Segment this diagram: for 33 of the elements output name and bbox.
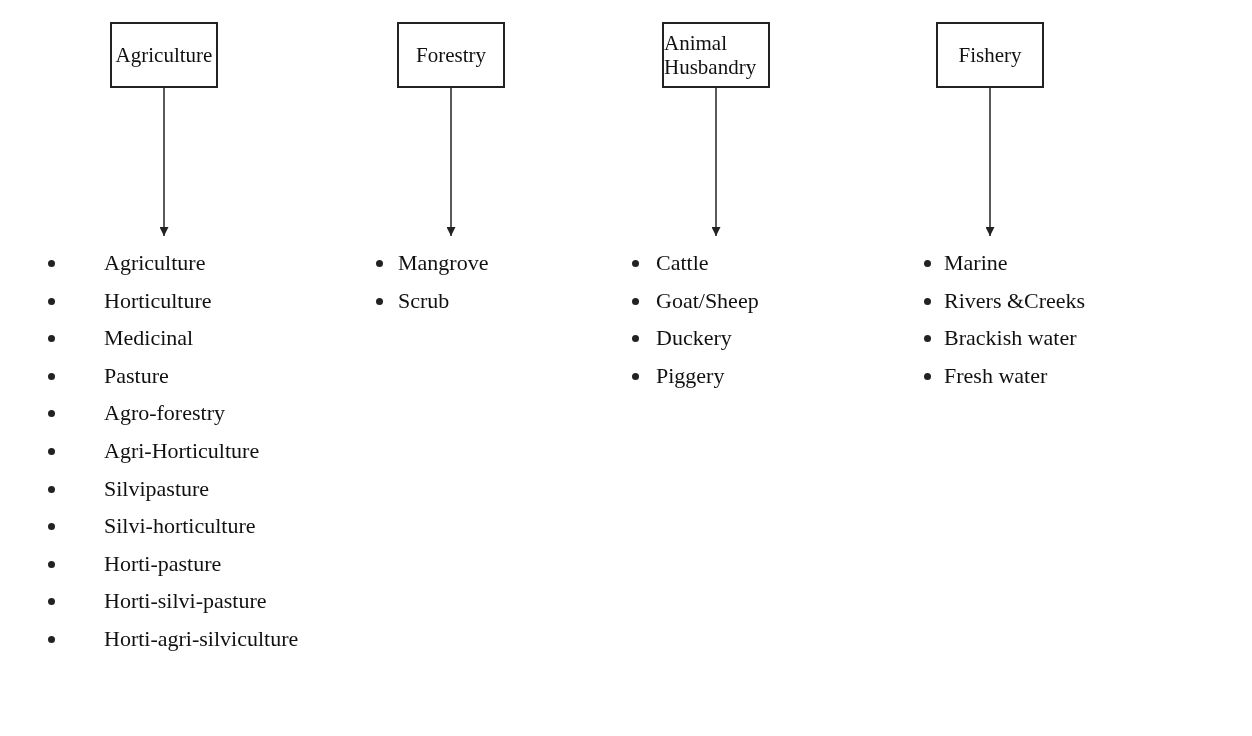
list-item: Rivers &Creeks <box>944 287 1086 314</box>
category-box <box>936 22 1044 88</box>
category-box <box>662 22 770 88</box>
list-item: Duckery <box>656 325 732 352</box>
list-item: Scrub <box>398 287 450 314</box>
list-item: Silvi-horticulture <box>104 513 256 540</box>
category-label: Animal Husbandry <box>664 31 758 79</box>
list-item: Horti-agri-silviculture <box>104 625 299 652</box>
category-label: Fishery <box>958 43 1022 67</box>
list-item: Horticulture <box>104 287 212 314</box>
category-label: Forestry <box>416 43 486 67</box>
arrow <box>985 87 995 237</box>
category-box <box>110 22 218 88</box>
category-box <box>397 22 505 88</box>
category-label: Agriculture <box>115 43 213 67</box>
list-item: Agriculture <box>104 250 206 276</box>
list-item: Horti-silvi-pasture <box>104 588 267 615</box>
list-item: Mangrove <box>398 250 489 276</box>
list-item: Agri-Horticulture <box>104 437 260 464</box>
list-item: Horti-pasture <box>104 550 222 577</box>
arrow <box>446 87 456 237</box>
list-item: Medicinal <box>104 325 194 352</box>
list-item: Piggery <box>656 362 725 389</box>
list-item: Cattle <box>656 250 709 276</box>
list-item: Pasture <box>104 362 169 389</box>
list-item: Marine <box>944 250 1008 276</box>
arrow <box>711 87 721 237</box>
list-item: Agro-forestry <box>104 400 225 427</box>
list-item: Silvipasture <box>104 475 210 502</box>
list-item: Brackish water <box>944 325 1077 352</box>
arrow <box>159 87 169 237</box>
list-item: Fresh water <box>944 362 1048 389</box>
list-item: Goat/Sheep <box>656 287 759 314</box>
